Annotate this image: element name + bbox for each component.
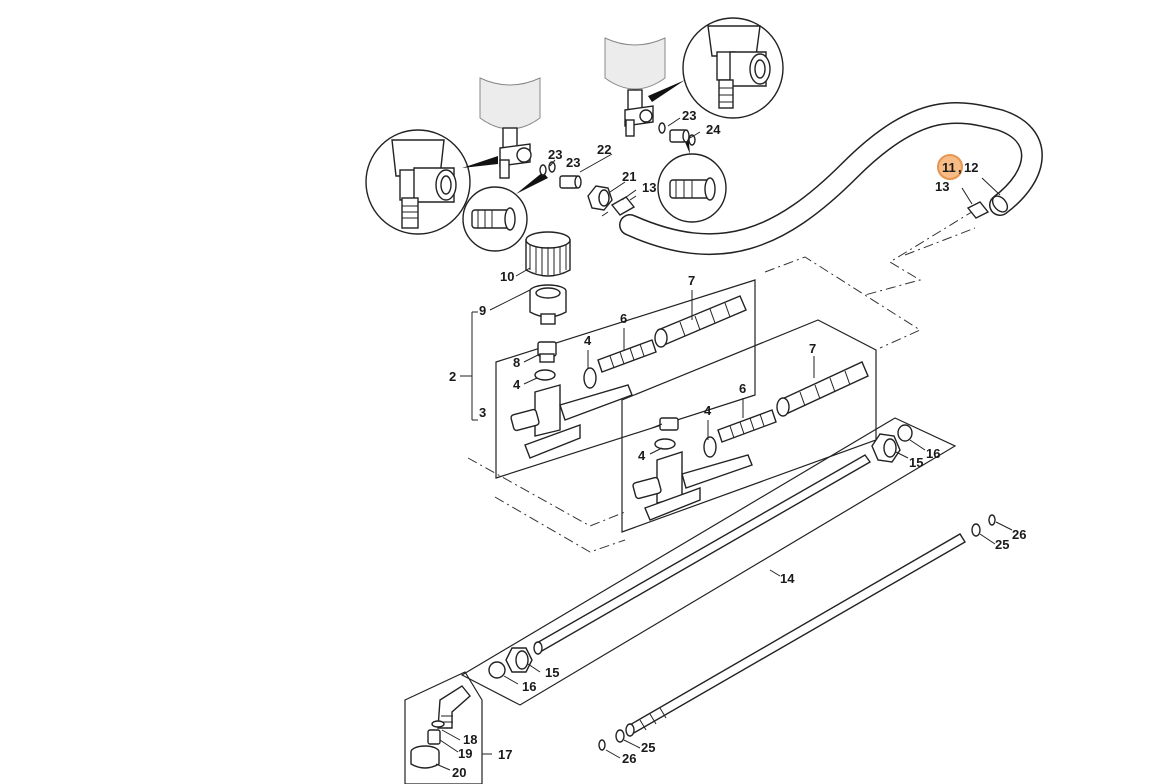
o-ring-26-lower[interactable] — [598, 739, 606, 751]
hose-tail-7-middle[interactable] — [776, 361, 869, 417]
detail-circle-valve-left — [365, 129, 498, 235]
cap-nut-20[interactable] — [410, 745, 440, 769]
detail-circle-adapter-right — [657, 133, 727, 223]
callout-13-b[interactable]: 13 — [935, 179, 949, 194]
callout-19[interactable]: 19 — [458, 746, 472, 761]
union-nut-15-lower[interactable] — [505, 647, 533, 673]
callout-7-a[interactable]: 7 — [688, 273, 695, 288]
container-left — [479, 77, 541, 179]
o-ring-25-upper[interactable] — [971, 523, 981, 537]
frame-assembly-17 — [404, 671, 483, 784]
callout-8[interactable]: 8 — [513, 355, 520, 370]
callout-4-a[interactable]: 4 — [513, 377, 521, 392]
callout-4-c[interactable]: 4 — [704, 403, 712, 418]
valve-body-upper[interactable] — [510, 384, 633, 459]
hose-clamp-right[interactable] — [966, 201, 990, 219]
o-ring-4-middle-a[interactable] — [654, 438, 676, 450]
nipple-6-middle[interactable] — [717, 409, 777, 443]
plug-8-upper[interactable] — [537, 341, 557, 363]
cap-16-lower[interactable] — [488, 661, 506, 679]
callout-12[interactable]: 12 — [964, 160, 978, 175]
o-ring-25-lower[interactable] — [615, 729, 625, 743]
callout-21[interactable]: 21 — [622, 169, 636, 184]
svg-text:,: , — [958, 160, 962, 175]
hose-tail-7-upper[interactable] — [654, 295, 747, 348]
callout-15-b[interactable]: 15 — [545, 665, 559, 680]
lance-14-lower[interactable] — [625, 533, 966, 737]
assembly-guide-lines — [467, 209, 976, 553]
hose-assembly[interactable] — [619, 101, 1043, 255]
callout-4-b[interactable]: 4 — [584, 333, 592, 348]
frame-assembly-3 — [495, 279, 756, 479]
fittings-22-24[interactable] — [539, 122, 696, 189]
highlight-marker — [937, 154, 963, 180]
o-ring-4-middle-b[interactable] — [703, 436, 717, 458]
frame-assembly-14 — [460, 417, 957, 706]
lance-14-upper[interactable] — [533, 454, 872, 655]
callout-23-a[interactable]: 23 — [548, 147, 562, 162]
nipple-6-upper[interactable] — [597, 339, 657, 373]
callout-9[interactable]: 9 — [479, 303, 486, 318]
callout-22[interactable]: 22 — [597, 142, 611, 157]
callout-10[interactable]: 10 — [500, 269, 514, 284]
callout-2[interactable]: 2 — [449, 369, 456, 384]
valve-body-middle[interactable] — [632, 451, 753, 521]
callout-26-b[interactable]: 26 — [622, 751, 636, 766]
insert-19[interactable] — [427, 720, 445, 745]
union-nut-21[interactable] — [587, 185, 613, 211]
callout-11[interactable]: 11 — [942, 160, 956, 175]
callout-16-a[interactable]: 16 — [926, 446, 940, 461]
callout-25-a[interactable]: 25 — [995, 537, 1009, 552]
callout-20[interactable]: 20 — [452, 765, 466, 780]
hose-clamp-left[interactable] — [601, 195, 637, 217]
callout-14[interactable]: 14 — [780, 571, 795, 586]
callout-23-b[interactable]: 23 — [566, 155, 580, 170]
callout-15-a[interactable]: 15 — [909, 455, 923, 470]
gear-ring-10[interactable] — [525, 231, 571, 277]
elbow-nozzle-18[interactable] — [437, 685, 471, 729]
callout-25-b[interactable]: 25 — [641, 740, 655, 755]
callout-labels: 2 3 9 10 8 4 4 6 7 7 6 4 4 23 23 22 21 1… — [449, 108, 1026, 780]
detail-circle-valve-right — [648, 17, 784, 119]
frame-assembly-middle — [621, 319, 877, 533]
callout-7-b[interactable]: 7 — [809, 341, 816, 356]
callout-24[interactable]: 24 — [706, 122, 721, 137]
container-right — [604, 37, 666, 137]
callout-6-a[interactable]: 6 — [620, 311, 627, 326]
callout-18[interactable]: 18 — [463, 732, 477, 747]
callout-16-b[interactable]: 16 — [522, 679, 536, 694]
leader-lines — [435, 117, 1013, 771]
callout-26-a[interactable]: 26 — [1012, 527, 1026, 542]
o-ring-26-upper[interactable] — [988, 514, 996, 526]
callout-6-b[interactable]: 6 — [739, 381, 746, 396]
callout-3[interactable]: 3 — [479, 405, 486, 420]
callout-23-c[interactable]: 23 — [682, 108, 696, 123]
callout-17[interactable]: 17 — [498, 747, 512, 762]
union-nut-15-upper[interactable] — [871, 433, 901, 463]
detail-circle-adapter — [462, 172, 548, 252]
callout-4-d[interactable]: 4 — [638, 448, 646, 463]
cap-16-upper[interactable] — [897, 424, 913, 442]
callout-13-a[interactable]: 13 — [642, 180, 656, 195]
plug-middle[interactable] — [659, 417, 679, 431]
o-ring-4-upper-a[interactable] — [534, 369, 556, 381]
pressure-gauge-9[interactable] — [529, 284, 567, 325]
o-ring-4-upper-b[interactable] — [583, 367, 597, 389]
